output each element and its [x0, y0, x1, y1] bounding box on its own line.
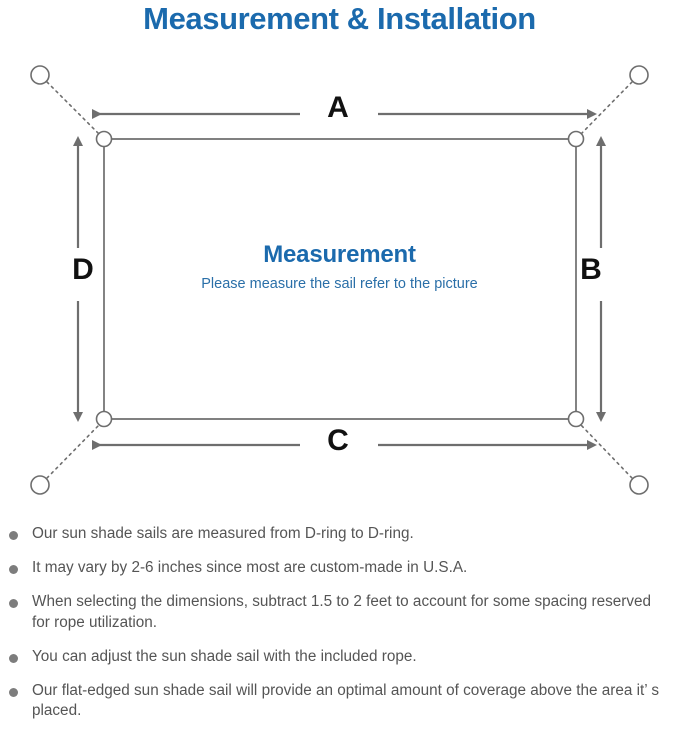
- measurement-diagram: A B C D Measurement Please measure the s…: [0, 48, 679, 518]
- note-text: Our flat-edged sun shade sail will provi…: [32, 681, 659, 720]
- anchor-bottom-left-icon: [30, 475, 50, 495]
- dimension-label-c: C: [327, 424, 349, 457]
- bullet-icon: [9, 599, 18, 609]
- dimension-arrows: [73, 109, 606, 450]
- d-ring-bottom-left-icon: [95, 410, 113, 428]
- bullet-icon: [9, 531, 18, 540]
- note-text: You can adjust the sun shade sail with t…: [32, 647, 417, 665]
- d-rings: [95, 130, 585, 428]
- sail-rectangle: [103, 138, 577, 420]
- bullet-icon: [9, 653, 18, 663]
- notes-list: Our sun shade sails are measured from D-…: [0, 524, 679, 735]
- anchor-bottom-right-icon: [629, 475, 649, 495]
- anchor-top-right-icon: [629, 65, 649, 85]
- note-text: When selecting the dimensions, subtract …: [32, 593, 652, 631]
- sail-center-subtext: Please measure the sail refer to the pic…: [201, 276, 478, 292]
- diagram-svg: [30, 65, 649, 495]
- rope-lines: [46, 81, 633, 479]
- list-item: Our flat-edged sun shade sail will provi…: [0, 681, 679, 721]
- list-item: Our sun shade sails are measured from D-…: [0, 524, 679, 544]
- anchor-top-left-icon: [30, 65, 50, 85]
- bullet-icon: [9, 565, 18, 575]
- bullet-icon: [9, 687, 18, 697]
- rope-bottom-right: [580, 424, 633, 479]
- rope-top-right: [580, 81, 633, 135]
- rope-top-left: [46, 81, 100, 135]
- dimension-label-a: A: [327, 91, 349, 124]
- rope-bottom-left: [46, 424, 100, 479]
- note-text: Our sun shade sails are measured from D-…: [32, 525, 414, 542]
- dimension-label-d: D: [72, 253, 94, 286]
- anchor-points: [30, 65, 649, 495]
- d-ring-bottom-right-icon: [567, 410, 585, 428]
- list-item: It may vary by 2-6 inches since most are…: [0, 558, 679, 578]
- page-title: Measurement & Installation: [143, 1, 536, 36]
- note-text: It may vary by 2-6 inches since most are…: [32, 559, 468, 577]
- d-ring-top-left-icon: [95, 130, 113, 148]
- dimension-label-b: B: [580, 253, 602, 286]
- d-ring-top-right-icon: [567, 130, 585, 148]
- sail-center-caption: Measurement Please measure the sail refe…: [0, 241, 679, 292]
- list-item: You can adjust the sun shade sail with t…: [0, 647, 679, 667]
- list-item: When selecting the dimensions, subtract …: [0, 592, 679, 632]
- sail-center-heading: Measurement: [263, 241, 416, 268]
